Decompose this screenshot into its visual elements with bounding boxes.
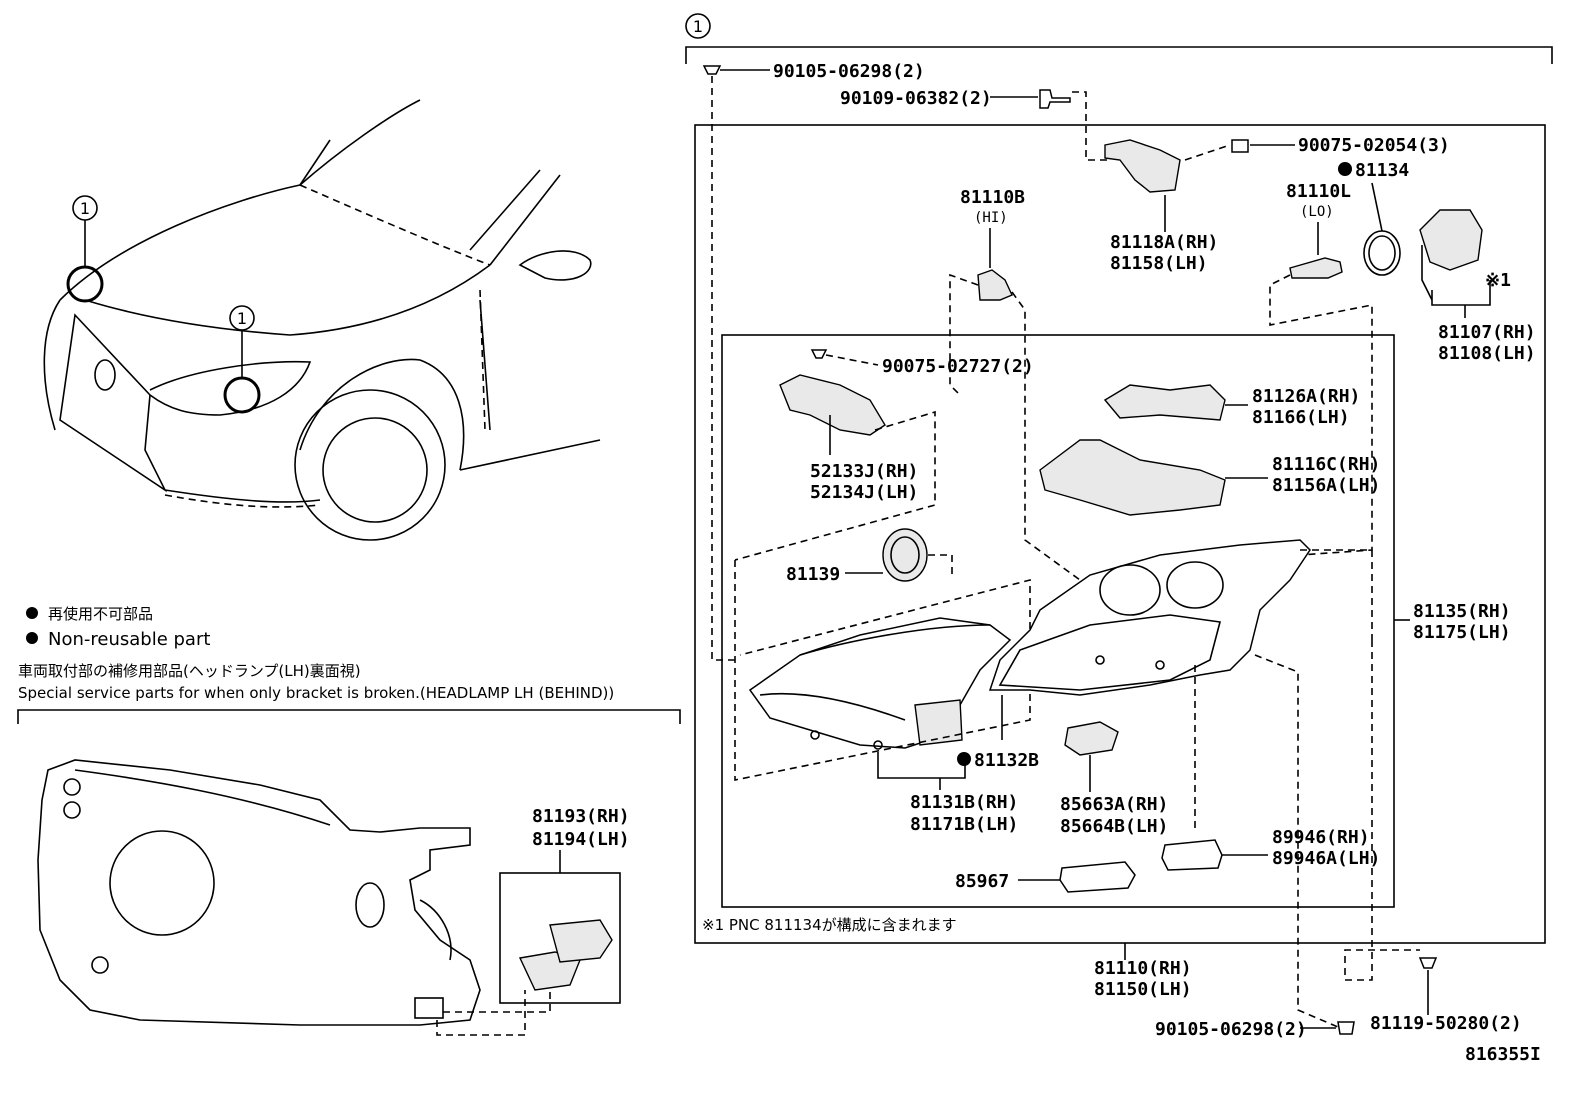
part-label: 85664B(LH) bbox=[1060, 816, 1168, 837]
part-label: 85663A(RH) bbox=[1060, 794, 1168, 815]
part-label: 81108(LH) bbox=[1438, 343, 1536, 364]
part-label: 81166(LH) bbox=[1252, 407, 1350, 428]
non-reusable-bullet-icon bbox=[26, 632, 38, 644]
special-parts-title-en: Special service parts for when only brac… bbox=[18, 684, 614, 702]
headlamp-unit-box bbox=[721, 334, 1395, 908]
part-label: 81135(RH) bbox=[1413, 601, 1511, 622]
part-label: 81171B(LH) bbox=[910, 814, 1018, 835]
part-label: 81193(RH) bbox=[532, 806, 630, 827]
part-sublabel: (LO) bbox=[1300, 204, 1334, 220]
callout-number: 1 bbox=[237, 309, 247, 328]
part-label: 81139 bbox=[786, 564, 840, 585]
part-label: 81131B(RH) bbox=[910, 792, 1018, 813]
legend: 再使用不可部品 Non-reusable part 車両取付部の補修用部品(ヘッ… bbox=[17, 605, 681, 724]
part-label: 81132B bbox=[974, 750, 1039, 771]
part-label: 81110B bbox=[960, 187, 1025, 208]
part-label: 85967 bbox=[955, 871, 1009, 892]
part-label: 81156A(LH) bbox=[1272, 475, 1380, 496]
headlamp-back-view: 81193(RH) 81194(LH) bbox=[37, 759, 630, 1036]
part-label: 81119-50280(2) bbox=[1370, 1013, 1522, 1034]
part-label: 81107(RH) bbox=[1438, 322, 1536, 343]
part-label: 81175(LH) bbox=[1413, 622, 1511, 643]
car-front-illustration: 1 1 bbox=[43, 99, 601, 541]
part-label: 52134J(LH) bbox=[810, 482, 918, 503]
part-label: 52133J(RH) bbox=[810, 461, 918, 482]
part-label: 81150(LH) bbox=[1094, 979, 1192, 1000]
special-parts-title-jp: 車両取付部の補修用部品(ヘッドランプ(LH)裏面視) bbox=[18, 662, 361, 680]
part-label: 90105-06298(2) bbox=[1155, 1019, 1307, 1040]
headlamp-assembly: 1 90105-06298(2) 90109-06382(2) 81118A(R… bbox=[685, 13, 1553, 1065]
non-reusable-bullet-icon bbox=[957, 752, 971, 766]
part-label: 81110(RH) bbox=[1094, 958, 1192, 979]
part-label: 81134 bbox=[1355, 160, 1409, 181]
legend-non-reusable-jp: 再使用不可部品 bbox=[48, 605, 153, 623]
part-label: 90105-06298(2) bbox=[773, 61, 925, 82]
part-label: 81126A(RH) bbox=[1252, 386, 1360, 407]
part-label: 81116C(RH) bbox=[1272, 454, 1380, 475]
part-footnote-mark: ※1 bbox=[1485, 270, 1511, 291]
part-label: 90075-02054(3) bbox=[1298, 135, 1450, 156]
part-label: 81158(LH) bbox=[1110, 253, 1208, 274]
part-label: 89946(RH) bbox=[1272, 827, 1370, 848]
part-label: 89946A(LH) bbox=[1272, 848, 1380, 869]
part-label: 90075-02727(2) bbox=[882, 356, 1034, 377]
part-sublabel: (HI) bbox=[974, 210, 1008, 226]
part-label: 81110L bbox=[1286, 181, 1351, 202]
drawing-id: 816355I bbox=[1465, 1044, 1541, 1065]
part-label: 90109-06382(2) bbox=[840, 88, 992, 109]
callout-number: 1 bbox=[693, 17, 703, 36]
non-reusable-bullet-icon bbox=[26, 607, 38, 619]
legend-non-reusable-en: Non-reusable part bbox=[48, 629, 210, 650]
callout-number: 1 bbox=[80, 199, 90, 218]
footnote: ※1 PNC 811134が構成に含まれます bbox=[702, 916, 957, 934]
part-label: 81194(LH) bbox=[532, 829, 630, 850]
headlamp-assy-box bbox=[694, 124, 1546, 944]
part-label: 81118A(RH) bbox=[1110, 232, 1218, 253]
non-reusable-bullet-icon bbox=[1338, 162, 1352, 176]
